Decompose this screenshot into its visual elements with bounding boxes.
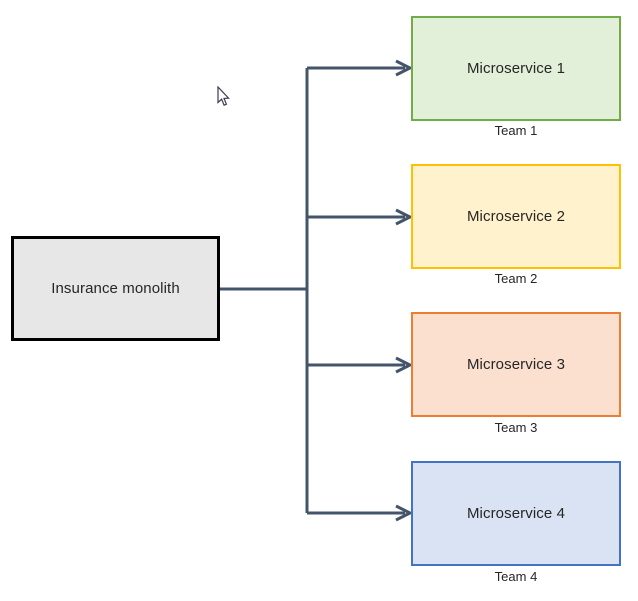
node-insurance-monolith-label: Insurance monolith <box>51 279 180 297</box>
caption-team-3: Team 3 <box>494 420 538 435</box>
arrowhead-microservice-1 <box>395 59 414 77</box>
node-microservice-4[interactable]: Microservice 4 <box>411 461 621 566</box>
node-microservice-3-label: Microservice 3 <box>466 355 566 373</box>
arrowhead-microservice-2 <box>395 208 414 226</box>
node-microservice-4-label: Microservice 4 <box>466 504 566 522</box>
caption-team-2: Team 2 <box>494 271 538 286</box>
arrowhead-microservice-3 <box>395 356 414 374</box>
node-insurance-monolith[interactable]: Insurance monolith <box>11 236 220 341</box>
node-microservice-2[interactable]: Microservice 2 <box>411 164 621 269</box>
node-microservice-1[interactable]: Microservice 1 <box>411 16 621 121</box>
arrowhead-microservice-4 <box>395 504 414 522</box>
caption-team-4: Team 4 <box>494 569 538 584</box>
node-microservice-1-label: Microservice 1 <box>466 59 566 77</box>
mouse-cursor-arrow-icon <box>217 86 230 106</box>
node-microservice-2-label: Microservice 2 <box>466 207 566 225</box>
caption-team-1: Team 1 <box>494 123 538 138</box>
node-microservice-3[interactable]: Microservice 3 <box>411 312 621 417</box>
